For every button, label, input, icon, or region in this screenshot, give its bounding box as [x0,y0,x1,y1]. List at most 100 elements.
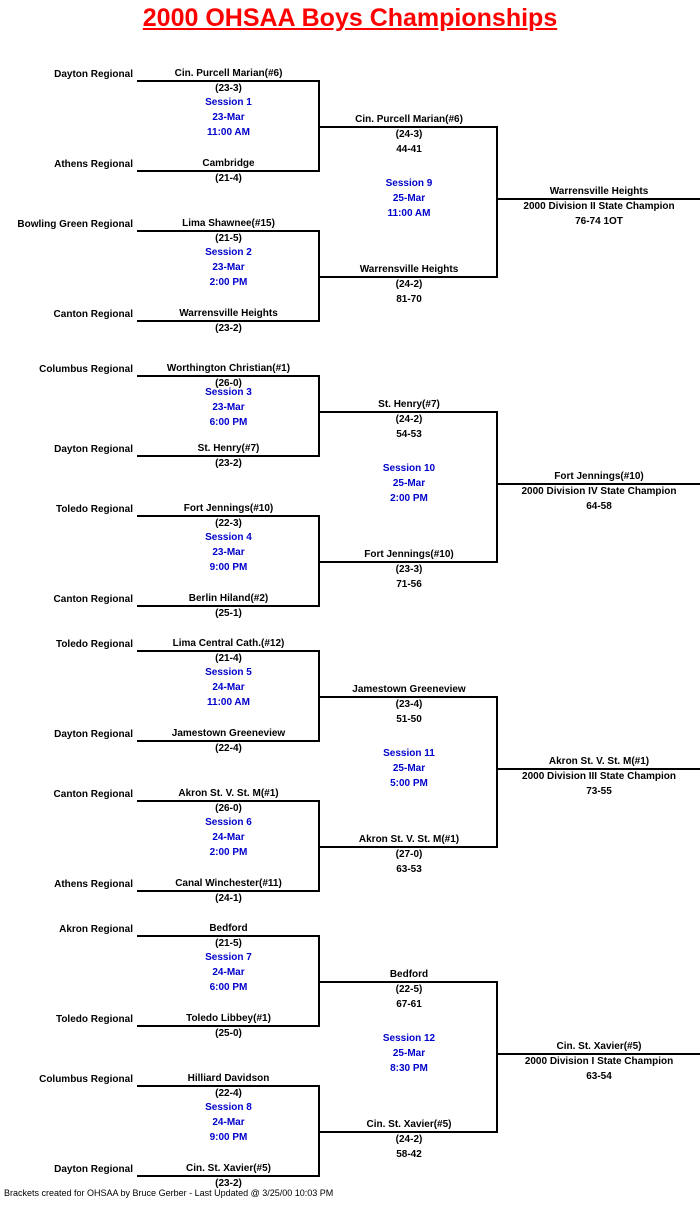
session-label: Session 7 [205,952,252,963]
bracket-vline [496,411,498,563]
team-name-top: Fort Jennings(#10) [183,503,274,514]
team-record-top: (24-3) [395,129,423,140]
session-label: Session 9 [385,178,433,189]
bracket-vline [496,696,498,848]
session-date: 24-Mar [212,1117,245,1128]
team-name-top: Cin. Purcell Marian(#6) [174,68,283,79]
session-date: 24-Mar [212,682,245,693]
page-title: 2000 OHSAA Boys Championships [142,4,558,32]
team-name-top: Cin. Purcell Marian(#6) [355,114,463,125]
session-label: Session 5 [205,667,252,678]
team-name-bottom: St. Henry(#7) [197,443,260,454]
champion-title: 2000 Division IV State Champion [521,486,677,497]
bracket-hline [137,605,320,607]
session-date: 24-Mar [212,832,245,843]
bracket-hline [320,561,498,563]
bracket-hline [137,515,320,517]
bracket-vline [318,515,320,607]
region-label-top: Bowling Green Regional [17,219,133,230]
session-time: 2:00 PM [209,847,248,858]
region-label-top: Dayton Regional [54,69,133,80]
team-score-bottom: 81-70 [396,294,422,305]
session-date: 23-Mar [212,547,245,558]
bracket-hline [320,696,498,698]
team-record-top: (26-0) [215,803,242,814]
session-label: Session 10 [382,463,436,474]
champion-title: 2000 Division II State Champion [523,201,675,212]
region-label-bottom: Toledo Regional [55,1014,133,1025]
team-name-bottom: Fort Jennings(#10) [364,549,454,560]
bracket-hline [320,846,498,848]
session-date: 23-Mar [212,402,245,413]
team-record-bottom: (23-3) [395,564,423,575]
champion-team: Fort Jennings(#10) [554,471,644,482]
team-record-top: (22-5) [395,984,423,995]
team-name-top: Lima Shawnee(#15) [182,218,275,229]
team-name-top: Akron St. V. St. M(#1) [178,788,279,799]
team-name-bottom: Canal Winchester(#11) [175,878,282,889]
bracket-vline [496,126,498,278]
champion-team: Cin. St. Xavier(#5) [556,1041,642,1052]
team-score-bottom: 63-53 [396,864,422,875]
session-time: 11:00 AM [207,127,250,138]
bracket-vline [318,375,320,457]
session-label: Session 2 [205,247,252,258]
session-label: Session 8 [205,1102,252,1113]
bracket-hline [137,230,320,232]
team-name-top: Bedford [209,923,248,934]
bracket-hline [137,1025,320,1027]
team-record-bottom: (24-1) [215,893,242,904]
bracket-vline [318,650,320,742]
region-label-bottom: Dayton Regional [54,1164,133,1175]
bracket-hline [137,650,320,652]
bracket-hline [137,1085,320,1087]
bracket-hline [498,483,700,485]
team-record-bottom: (22-4) [215,743,242,754]
team-score-top: 67-61 [396,999,422,1010]
region-label-bottom: Athens Regional [54,159,133,170]
session-label: Session 4 [205,532,252,543]
session-date: 25-Mar [392,478,426,489]
team-name-bottom: Akron St. V. St. M(#1) [358,834,460,845]
team-score-bottom: 58-42 [396,1149,422,1160]
bracket-hline [137,800,320,802]
team-name-bottom: Cambridge [202,158,255,169]
team-record-top: (21-5) [215,938,242,949]
team-record-bottom: (23-2) [215,458,242,469]
team-name-top: Hilliard Davidson [187,1073,270,1084]
bracket-hline [137,80,320,82]
region-label-bottom: Dayton Regional [54,444,133,455]
team-record-top: (26-0) [215,378,242,389]
champion-score: 64-58 [586,501,612,512]
bracket-hline [137,320,320,322]
team-name-bottom: Cin. St. Xavier(#5) [185,1163,272,1174]
session-date: 25-Mar [392,193,426,204]
session-date: 25-Mar [392,763,426,774]
champion-score: 73-55 [586,786,612,797]
bracket-hline [498,198,700,200]
region-label-bottom: Canton Regional [53,309,133,320]
champion-team: Akron St. V. St. M(#1) [548,756,650,767]
bracket-vline [318,935,320,1027]
bracket-vline [318,230,320,322]
session-time: 9:00 PM [209,562,248,573]
region-label-top: Canton Regional [53,789,133,800]
bracket-hline [320,1131,498,1133]
team-score-top: 51-50 [396,714,422,725]
session-time: 6:00 PM [209,417,248,428]
team-name-bottom: Cin. St. Xavier(#5) [366,1119,452,1130]
team-record-top: (21-5) [215,233,242,244]
session-time: 2:00 PM [390,493,428,504]
bracket-hline [137,170,320,172]
team-name-top: Lima Central Cath.(#12) [172,638,285,649]
bracket-hline [137,375,320,377]
team-score-top: 44-41 [396,144,422,155]
bracket-hline [137,1175,320,1177]
region-label-bottom: Athens Regional [54,879,133,890]
bracket-vline [496,981,498,1133]
bracket-vline [318,800,320,892]
team-score-bottom: 71-56 [396,579,422,590]
champion-team: Warrensville Heights [549,186,649,197]
bracket-vline [318,1085,320,1177]
session-time: 6:00 PM [209,982,248,993]
